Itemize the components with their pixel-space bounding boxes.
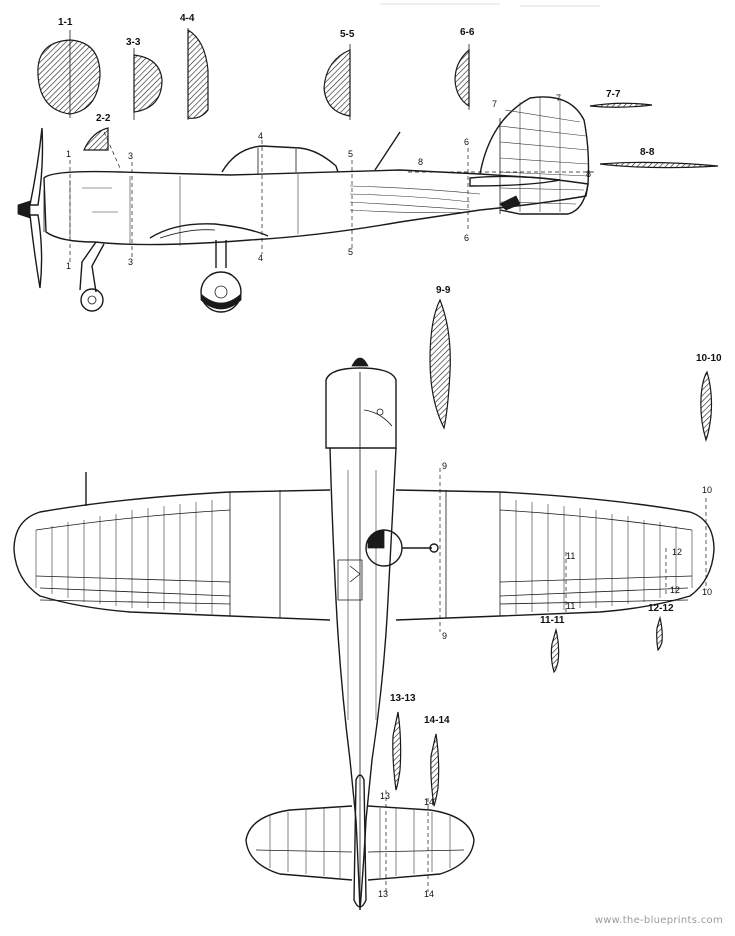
marker-14-bottom: 14 <box>424 889 435 899</box>
marker-7-left: 7 <box>492 99 498 109</box>
marker-1-top: 1 <box>66 149 72 159</box>
section-2-2-profile <box>83 127 109 151</box>
section-10-10-profile <box>700 370 713 442</box>
section-8-8-profile <box>599 161 719 169</box>
marker-8-right: 8 <box>586 169 592 179</box>
label-section-13-13: 13-13 <box>390 693 416 704</box>
marker-9-bottom: 9 <box>442 631 448 641</box>
marker-5-top: 5 <box>348 149 354 159</box>
section-1-1-profile <box>37 30 101 118</box>
marker-13-top: 13 <box>380 791 391 801</box>
marker-7-right: 7 <box>556 93 562 103</box>
top-view <box>13 357 715 911</box>
label-section-6-6: 6-6 <box>460 27 475 38</box>
section-13-13-profile <box>392 711 402 791</box>
marker-10-bottom: 10 <box>702 587 713 597</box>
section-12-12-profile <box>656 615 663 652</box>
marker-13-bottom: 13 <box>378 889 389 899</box>
section-3-3-profile <box>133 48 163 120</box>
label-section-10-10: 10-10 <box>696 353 722 364</box>
section-4-4-profile <box>187 28 209 120</box>
marker-12-top: 12 <box>672 547 683 557</box>
marker-1-bottom: 1 <box>66 261 72 271</box>
marker-6-top: 6 <box>464 137 470 147</box>
section-9-9-profile <box>429 298 451 430</box>
label-section-1-1: 1-1 <box>58 17 73 28</box>
marker-4-bottom: 4 <box>258 253 264 263</box>
label-section-8-8: 8-8 <box>640 147 655 158</box>
section-6-6-profile <box>454 44 470 110</box>
marker-5-bottom: 5 <box>348 247 354 257</box>
section-5-5-profile <box>323 44 351 120</box>
watermark: www.the-blueprints.com <box>594 915 723 926</box>
marker-3-top: 3 <box>128 151 134 161</box>
label-section-12-12: 12-12 <box>648 603 674 614</box>
marker-3-bottom: 3 <box>128 257 134 267</box>
section-7-7-profile <box>589 102 653 108</box>
marker-11-top: 11 <box>566 551 576 561</box>
label-section-11-11: 11-11 <box>540 615 565 626</box>
label-section-3-3: 3-3 <box>126 37 141 48</box>
marker-14-top: 14 <box>424 797 435 807</box>
section-14-14-profile <box>430 733 440 807</box>
label-section-14-14: 14-14 <box>424 715 450 726</box>
marker-8-left: 8 <box>418 157 424 167</box>
label-section-9-9: 9-9 <box>436 285 451 296</box>
marker-6-bottom: 6 <box>464 233 470 243</box>
side-view <box>17 96 596 313</box>
label-section-5-5: 5-5 <box>340 29 355 40</box>
marker-10-top: 10 <box>702 485 713 495</box>
section-11-11-profile <box>550 627 560 674</box>
label-section-2-2: 2-2 <box>96 113 111 124</box>
marker-11-bottom: 11 <box>566 601 576 611</box>
marker-9-top: 9 <box>442 461 448 471</box>
label-section-4-4: 4-4 <box>180 13 195 24</box>
label-section-7-7: 7-7 <box>606 89 621 100</box>
marker-12-bottom: 12 <box>670 585 681 595</box>
marker-4-top: 4 <box>258 131 264 141</box>
